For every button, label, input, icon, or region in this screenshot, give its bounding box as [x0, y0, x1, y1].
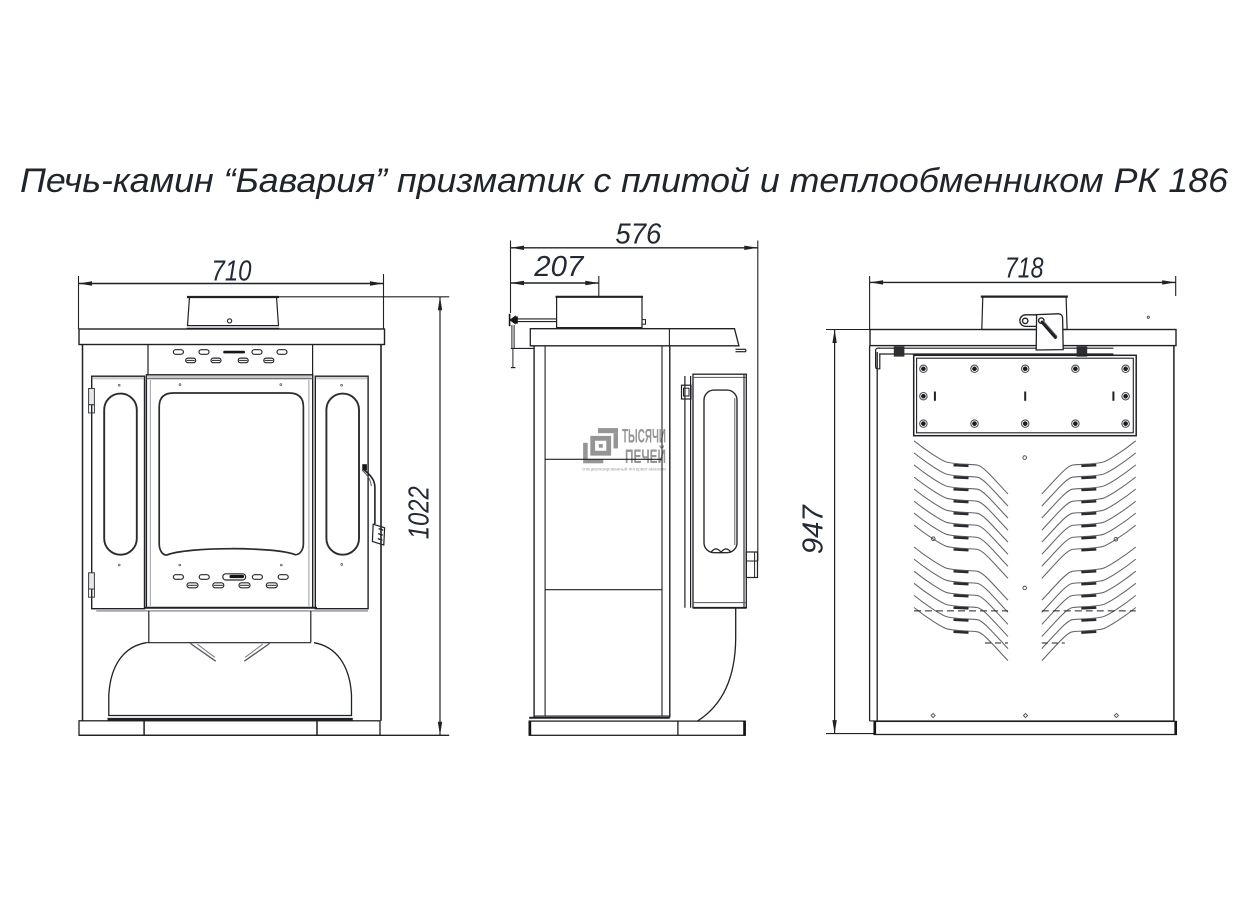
svg-text:специализированный интернет-ма: специализированный интернет-магазин: [582, 466, 666, 472]
svg-text:947: 947: [798, 503, 830, 554]
svg-text:207: 207: [533, 251, 585, 283]
svg-text:1022: 1022: [404, 486, 436, 539]
svg-text:710: 710: [212, 256, 252, 288]
svg-text:576: 576: [615, 219, 662, 251]
svg-text:ТЫСЯЧИ: ТЫСЯЧИ: [622, 426, 666, 448]
svg-text:ПЕЧЕЙ: ПЕЧЕЙ: [625, 444, 666, 468]
svg-text:718: 718: [1005, 253, 1044, 285]
svg-text:Печь-камин “Бавария” призматик: Печь-камин “Бавария” призматик с плитой …: [20, 162, 1228, 200]
